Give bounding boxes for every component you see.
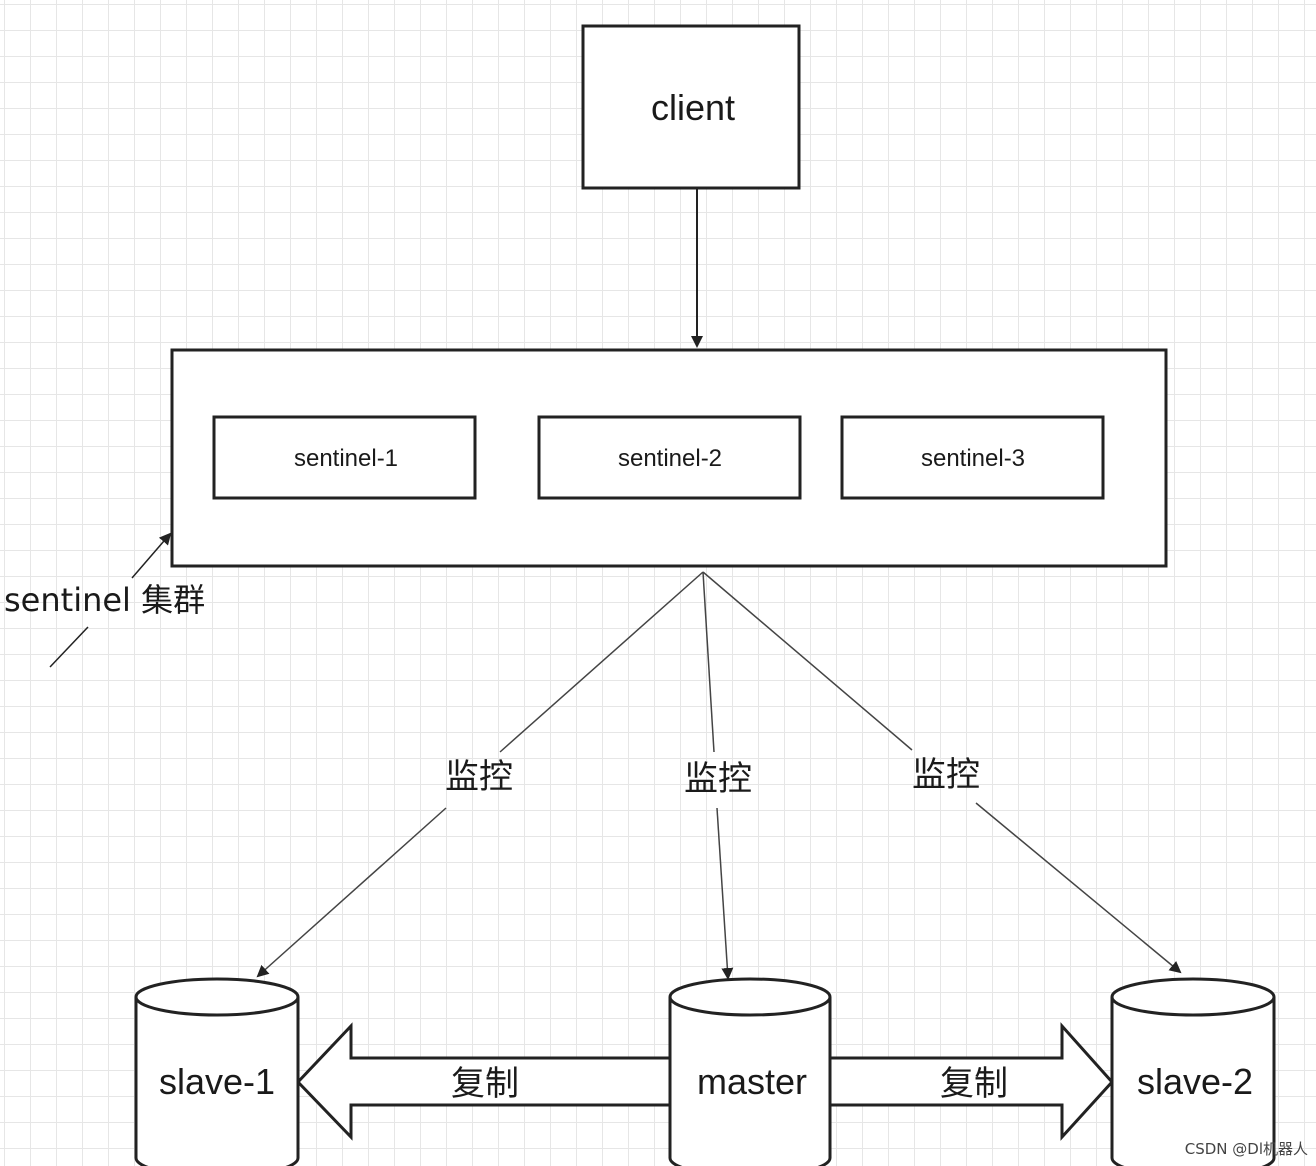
slave-1-node: slave-1: [134, 977, 300, 1166]
sentinel-3-label: sentinel-3: [921, 445, 1025, 472]
sentinel-cluster-box: sentinel-1 sentinel-2 sentinel-3: [170, 348, 1168, 568]
master-label: master: [697, 1061, 807, 1102]
watermark-text: CSDN @Dl机器人: [1185, 1140, 1308, 1158]
replicate-label-right: 复制: [940, 1064, 1008, 1104]
sentinel-cluster-label: sentinel 集群: [4, 581, 205, 619]
slave-1-label: slave-1: [159, 1061, 275, 1102]
sentinel-cluster-annotation: sentinel 集群: [4, 532, 205, 668]
sentinel-2-label: sentinel-2: [618, 445, 722, 472]
monitor-label-right: 监控: [912, 755, 980, 795]
monitor-edge-right: 监控: [702, 571, 1182, 974]
slave-2-label: slave-2: [1137, 1061, 1253, 1102]
sentinel-2-node: sentinel-2: [537, 415, 802, 500]
replicate-arrow-left: 复制: [295, 1022, 672, 1141]
monitor-label-left: 监控: [445, 757, 513, 797]
sentinel-1-label: sentinel-1: [294, 445, 398, 472]
replicate-arrow-right: 复制: [828, 1022, 1115, 1141]
client-node: client: [581, 24, 801, 190]
sentinel-3-node: sentinel-3: [840, 415, 1105, 500]
client-label: client: [651, 87, 735, 128]
master-node: master: [668, 977, 832, 1166]
monitor-edge-center: 监控: [684, 571, 752, 980]
monitor-label-center: 监控: [684, 759, 752, 799]
annotation-leader-lower: [49, 626, 89, 668]
monitor-edge-left: 监控: [256, 571, 704, 978]
sentinel-1-node: sentinel-1: [212, 415, 477, 500]
annotation-leader-upper: [131, 532, 172, 579]
slave-2-node: slave-2: [1110, 977, 1276, 1166]
replicate-label-left: 复制: [451, 1064, 519, 1104]
